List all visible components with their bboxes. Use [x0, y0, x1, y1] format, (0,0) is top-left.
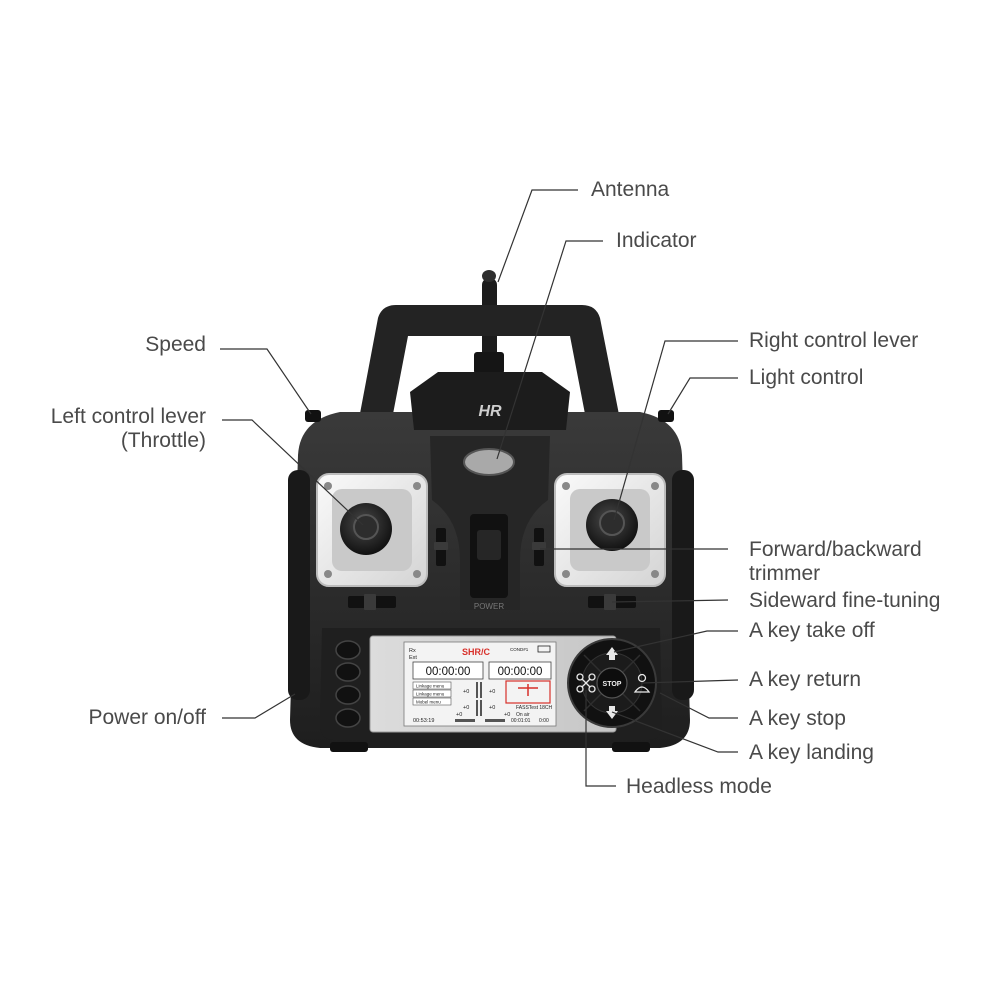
left-horizontal-trimmer[interactable]: [348, 594, 396, 610]
screen-trim-1: +0: [463, 689, 469, 695]
stop-button[interactable]: STOP: [596, 667, 628, 699]
stop-button-label: STOP: [603, 681, 622, 688]
screen-model: FASSTest 18CH: [516, 705, 553, 711]
screen-menu-1: Linkage menu: [416, 684, 445, 689]
indicator-lamp: [463, 448, 515, 476]
label-left-control-lever: Left control lever (Throttle): [51, 405, 206, 453]
leader-return: [641, 679, 739, 684]
left-button-4[interactable]: [335, 708, 361, 728]
leader-lines: [220, 189, 739, 787]
label-antenna: Antenna: [591, 178, 670, 201]
brand-logo: HR: [478, 403, 502, 420]
label-power: Power on/off: [88, 706, 206, 729]
screen-trim-3: +0: [463, 705, 469, 711]
left-button-stack: [335, 640, 361, 728]
left-button-2[interactable]: [335, 662, 361, 682]
screen-menu-2: Linkage menu: [416, 692, 445, 697]
left-button-3[interactable]: [335, 685, 361, 705]
headless-mode-button[interactable]: [576, 673, 596, 693]
up-arrow-icon: [606, 647, 618, 660]
right-control-stick[interactable]: [554, 473, 666, 587]
leader-sideward: [611, 599, 729, 603]
screen-level-bars: [455, 682, 505, 722]
label-take-off: A key take off: [749, 619, 875, 642]
screen-on-air: On air: [516, 712, 530, 718]
screen-timer-right: 00:00:00: [498, 666, 543, 678]
screen-time-mid: 00:01:01: [511, 718, 531, 724]
leader-right-lever: [613, 340, 738, 521]
screen-model-icon: [505, 680, 551, 704]
lcd-screen: Rx Ext SHR/C COND#1 00:00:00 00:00:00 Li…: [369, 635, 617, 733]
left-control-stick[interactable]: [316, 473, 428, 587]
speed-button[interactable]: [305, 410, 321, 422]
screen-trim-6: +0: [504, 712, 510, 718]
leader-power: [222, 693, 296, 719]
battery-icon: [537, 645, 551, 653]
take-off-button[interactable]: [606, 647, 618, 660]
label-light-control: Light control: [749, 366, 864, 389]
leader-landing: [611, 711, 738, 753]
label-headless-mode: Headless mode: [626, 775, 772, 798]
screen-ext: Ext: [409, 655, 417, 661]
power-button[interactable]: [335, 640, 361, 660]
screen-trim-5: +0: [456, 712, 462, 718]
label-return: A key return: [749, 668, 862, 691]
screen-time-left: 00:53:19: [413, 718, 434, 724]
leader-antenna: [497, 189, 578, 283]
left-vertical-trimmer[interactable]: [434, 528, 448, 566]
label-right-control-lever: Right control lever: [749, 329, 919, 352]
label-indicator: Indicator: [616, 229, 697, 252]
label-landing: A key landing: [749, 741, 874, 764]
label-speed: Speed: [145, 333, 206, 356]
drone-icon: [576, 673, 596, 693]
power-slider[interactable]: POWER: [470, 514, 508, 611]
screen-timer-left: 00:00:00: [426, 666, 471, 678]
screen-rx: Rx: [409, 648, 416, 654]
screen-cond: COND#1: [510, 647, 529, 652]
leader-light-control: [667, 377, 738, 415]
label-left-control-lever-line2: (Throttle): [120, 429, 206, 452]
leader-take-off: [613, 630, 738, 653]
screen-time-right: 0:00: [539, 718, 549, 724]
screen-brand: SHR/C: [462, 647, 491, 657]
home-person-icon: [633, 673, 651, 693]
leader-headless: [585, 690, 616, 787]
screen-trim-2: +0: [489, 689, 495, 695]
leader-speed: [220, 348, 312, 415]
screen-trim-4: +0: [489, 705, 495, 711]
leader-indicator: [496, 240, 603, 460]
label-left-control-lever-line1: Left control lever: [50, 405, 206, 428]
label-trimmer-line1: Forward/backward: [749, 538, 922, 561]
screen-menu-3: Mobel menu: [416, 700, 441, 705]
leader-left-lever: [222, 419, 364, 526]
label-sideward-fine-tuning: Sideward fine-tuning: [749, 589, 941, 612]
power-slider-label: POWER: [474, 602, 504, 611]
right-vertical-trimmer[interactable]: [532, 528, 546, 566]
return-button[interactable]: [633, 673, 651, 693]
label-forward-backward-trimmer: Forward/backward trimmer: [749, 538, 922, 586]
label-trimmer-line2: trimmer: [749, 562, 821, 585]
light-control-button[interactable]: [658, 410, 674, 422]
label-stop: A key stop: [749, 707, 846, 730]
leader-stop: [659, 692, 738, 719]
